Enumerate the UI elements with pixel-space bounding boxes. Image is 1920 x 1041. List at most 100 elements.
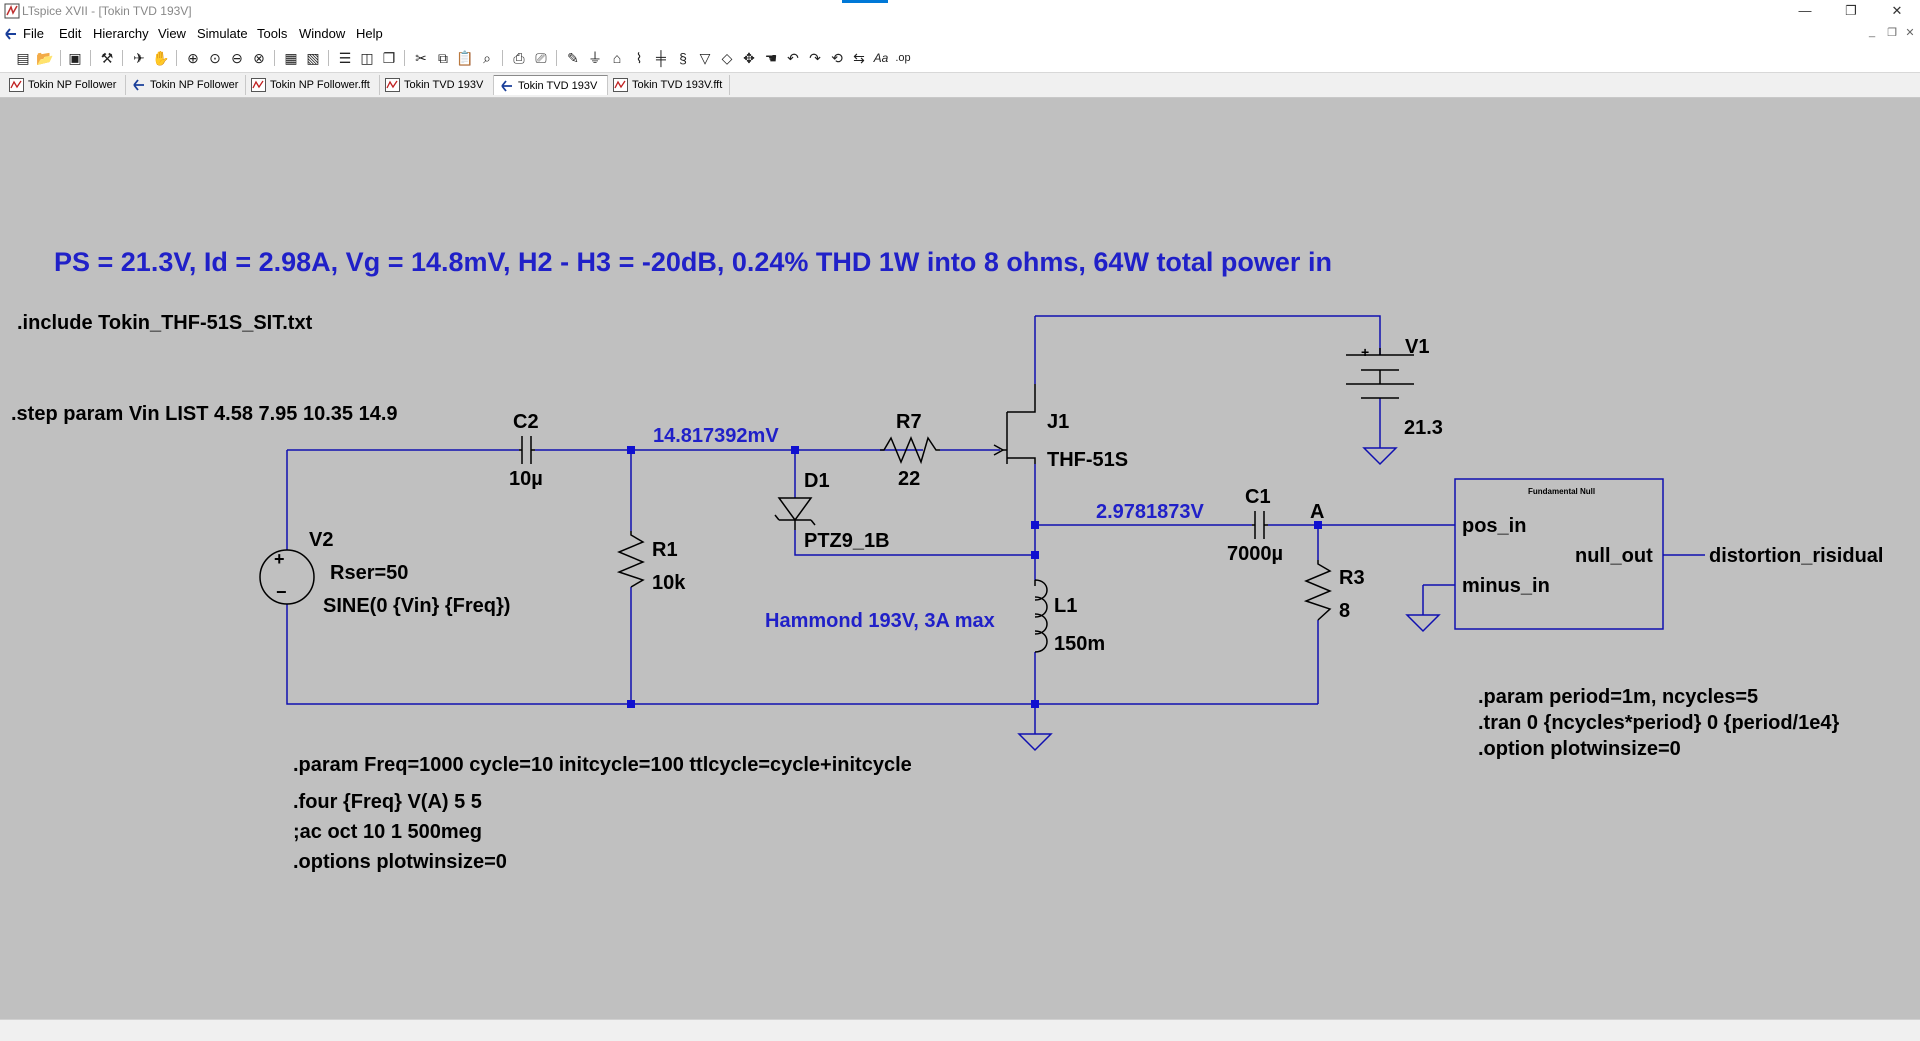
r1-resistor[interactable]: [616, 531, 645, 588]
schematic-drawing[interactable]: PS = 21.3V, Id = 2.98A, Vg = 14.8mV, H2 …: [0, 98, 1920, 1019]
restore-button[interactable]: ❐: [1845, 3, 1857, 18]
j1-sit-transistor[interactable]: [1003, 384, 1036, 464]
fft-icon[interactable]: ▧: [306, 50, 320, 66]
autorange-icon[interactable]: ▦: [284, 50, 298, 66]
menu-help[interactable]: Help: [356, 26, 383, 41]
param-freq-directive[interactable]: .param Freq=1000 cycle=10 initcycle=100 …: [293, 754, 912, 776]
ac-comment-directive[interactable]: ;ac oct 10 1 500meg: [293, 821, 482, 843]
schematic-canvas[interactable]: PS = 21.3V, Id = 2.98A, Vg = 14.8mV, H2 …: [0, 98, 1920, 1019]
menu-view[interactable]: View: [158, 26, 186, 41]
mirror-icon[interactable]: ⇆: [853, 50, 865, 66]
include-directive[interactable]: .include Tokin_THF-51S_SIT.txt: [17, 312, 313, 334]
l1-inductor[interactable]: [1034, 579, 1048, 653]
fundamental-null-block[interactable]: [1454, 478, 1664, 630]
c1-name: C1: [1245, 486, 1271, 508]
copy-icon[interactable]: ⧉: [438, 50, 448, 66]
v1-value: 21.3: [1404, 417, 1443, 439]
ground-icon[interactable]: ⏚: [588, 50, 602, 66]
move-icon[interactable]: ✥: [743, 50, 755, 66]
option-directive[interactable]: .option plotwinsize=0: [1478, 738, 1681, 760]
rotate-icon[interactable]: ⟲: [831, 50, 843, 66]
mdi-minimize-button[interactable]: _: [1868, 26, 1876, 38]
menu-hierarchy[interactable]: Hierarchy: [93, 26, 149, 41]
draw-wire-icon[interactable]: ✎: [567, 50, 579, 66]
net-label-a[interactable]: A: [1310, 501, 1324, 523]
print-icon[interactable]: ⎙: [513, 50, 525, 66]
minimize-button[interactable]: —: [1798, 3, 1812, 18]
text-icon[interactable]: Aa: [873, 51, 889, 65]
new-schematic-icon[interactable]: ▤: [16, 50, 30, 66]
cut-icon[interactable]: ✂: [415, 50, 427, 66]
open-icon[interactable]: 📂: [36, 50, 54, 66]
v1-battery[interactable]: [1346, 348, 1414, 399]
wire-d1: [794, 450, 1035, 556]
r3-name: R3: [1339, 567, 1365, 589]
redo-icon[interactable]: ↷: [809, 50, 821, 66]
resistor-icon[interactable]: ⌇: [635, 50, 643, 66]
junction-dot: [1031, 700, 1039, 708]
paste-icon[interactable]: 📋: [456, 50, 474, 66]
tran-directive[interactable]: .tran 0 {ncycles*period} 0 {period/1e4}: [1478, 712, 1839, 734]
label-net-icon[interactable]: ⌂: [612, 50, 622, 66]
waveform-doc-icon: [385, 78, 400, 92]
component-icon[interactable]: ◇: [721, 50, 733, 66]
zoom-full-icon[interactable]: ⊙: [209, 50, 221, 66]
halt-icon[interactable]: ✋: [152, 50, 170, 66]
schematic-doc-icon[interactable]: [4, 27, 18, 41]
run-icon[interactable]: ✈: [133, 50, 145, 66]
menu-file[interactable]: File: [23, 26, 44, 41]
net-label-distortion-residual[interactable]: distortion_risidual: [1709, 545, 1883, 567]
zoom-cancel-icon[interactable]: ⊗: [253, 50, 265, 66]
control-panel-icon[interactable]: ⚒: [100, 50, 114, 66]
status-bar: [0, 1019, 1920, 1041]
tab-tokin-tvd-193v-waveform[interactable]: Tokin TVD 193V: [380, 75, 494, 95]
d1-value: PTZ9_1B: [804, 530, 890, 552]
zoom-out-icon[interactable]: ⊖: [231, 50, 243, 66]
zoom-in-icon[interactable]: ⊕: [187, 50, 199, 66]
net-label-drain-voltage[interactable]: 2.9781873V: [1096, 501, 1205, 523]
headline-comment[interactable]: PS = 21.3V, Id = 2.98A, Vg = 14.8mV, H2 …: [54, 247, 1332, 277]
diode-icon[interactable]: ▽: [699, 50, 711, 66]
v2-voltage-source[interactable]: + −: [259, 549, 315, 605]
mdi-restore-button[interactable]: ❐: [1887, 27, 1897, 39]
toolbar: ▤ 📂 ▣ ⚒ ✈ ✋ ⊕ ⊙ ⊖ ⊗ ▦ ▧ ☰ ◫ ❐ ✂ ⧉ 📋 ⌕ ⎙ …: [0, 44, 1920, 73]
tab-tokin-np-follower-fft[interactable]: Tokin NP Follower.fft: [246, 75, 380, 95]
param-period-directive[interactable]: .param period=1m, ncycles=5: [1478, 686, 1758, 708]
print-setup-icon[interactable]: ⎚: [535, 50, 547, 66]
toolbar-separator: [60, 50, 61, 66]
menu-simulate[interactable]: Simulate: [197, 26, 248, 41]
inductor-icon[interactable]: §: [679, 50, 687, 66]
tile-vertical-icon[interactable]: ◫: [360, 50, 374, 66]
inductor-note-comment[interactable]: Hammond 193V, 3A max: [765, 610, 995, 632]
c1-capacitor[interactable]: [1252, 511, 1268, 539]
menu-window[interactable]: Window: [299, 26, 346, 41]
tab-tokin-np-follower-waveform[interactable]: Tokin NP Follower: [4, 75, 126, 95]
net-label-gate-voltage[interactable]: 14.817392mV: [653, 425, 779, 447]
close-button[interactable]: ✕: [1891, 3, 1903, 18]
v1-name: V1: [1405, 336, 1429, 358]
step-directive[interactable]: .step param Vin LIST 4.58 7.95 10.35 14.…: [11, 403, 398, 425]
menu-bar: File Edit Hierarchy View Simulate Tools …: [0, 24, 1920, 44]
r3-resistor[interactable]: [1303, 560, 1332, 621]
c2-capacitor[interactable]: [519, 436, 535, 464]
save-icon[interactable]: ▣: [68, 50, 82, 66]
find-icon[interactable]: ⌕: [483, 50, 491, 66]
four-directive[interactable]: .four {Freq} V(A) 5 5: [293, 791, 482, 813]
tile-horizontal-icon[interactable]: ☰: [338, 50, 352, 66]
spice-directive-icon[interactable]: .op: [895, 52, 911, 64]
drag-icon[interactable]: ☚: [764, 50, 778, 66]
cascade-icon[interactable]: ❐: [382, 50, 396, 66]
d1-zener-diode[interactable]: [774, 497, 816, 530]
options-directive[interactable]: .options plotwinsize=0: [293, 851, 507, 873]
tab-tokin-np-follower-schematic[interactable]: Tokin NP Follower: [126, 75, 246, 95]
svg-text:−: −: [276, 582, 287, 602]
capacitor-icon[interactable]: ╪: [656, 50, 666, 66]
r7-value: 22: [898, 468, 920, 490]
mdi-close-button[interactable]: ✕: [1905, 27, 1915, 39]
undo-icon[interactable]: ↶: [787, 50, 799, 66]
tab-tokin-tvd-193v-fft[interactable]: Tokin TVD 193V.fft: [608, 75, 730, 95]
menu-tools[interactable]: Tools: [257, 26, 288, 41]
tab-tokin-tvd-193v-schematic[interactable]: Tokin TVD 193V: [494, 75, 608, 95]
menu-edit[interactable]: Edit: [59, 26, 82, 41]
j1-value: THF-51S: [1047, 449, 1128, 471]
